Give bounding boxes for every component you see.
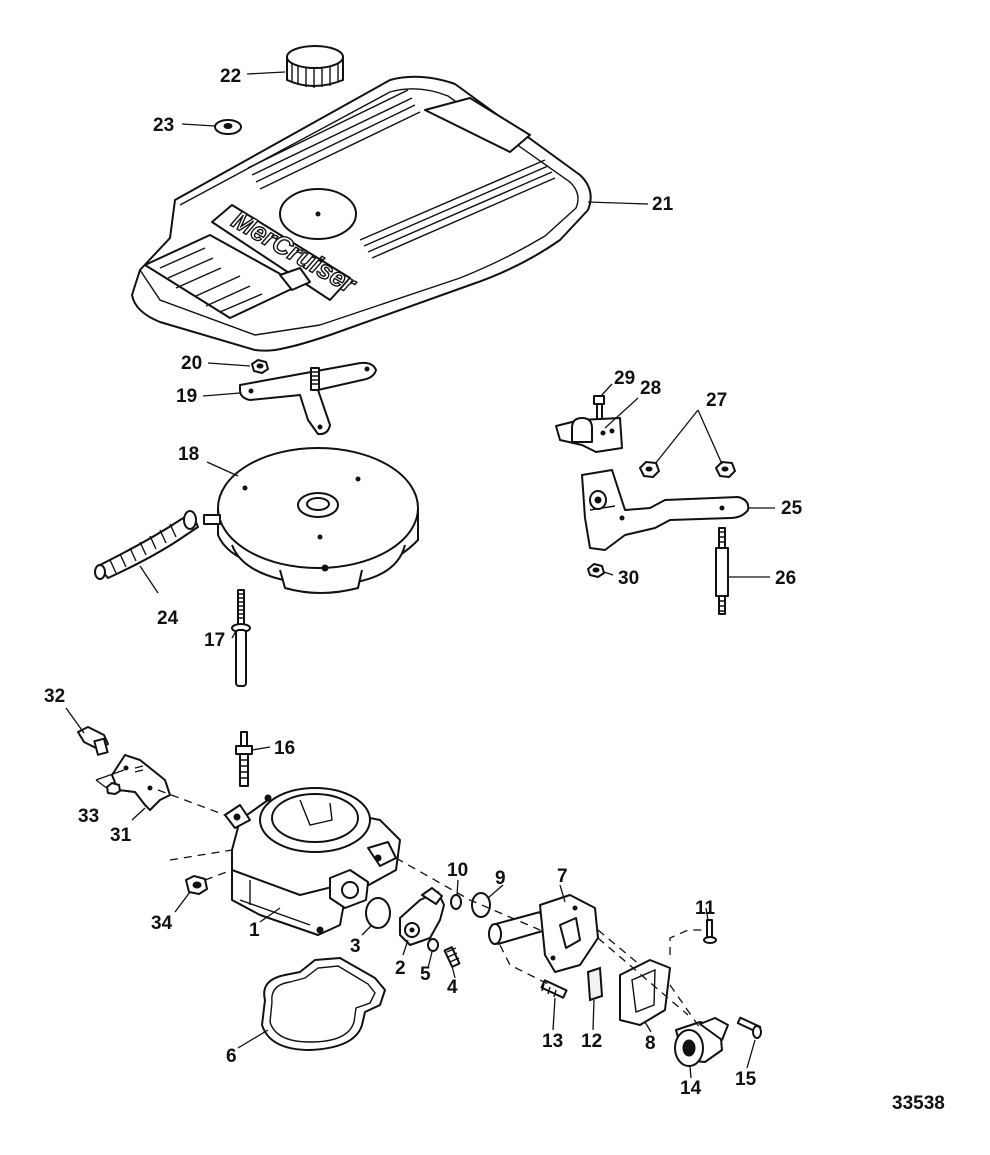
callout-26: 26 (775, 568, 796, 589)
callout-1: 1 (249, 920, 260, 941)
callout-3: 3 (350, 936, 361, 957)
part-19-bracket (239, 361, 377, 436)
callout-24: 24 (157, 608, 179, 629)
callout-23: 23 (153, 115, 174, 136)
part-31-bracket (111, 754, 171, 811)
callout-4: 4 (447, 977, 458, 998)
callout-18: 18 (178, 444, 199, 465)
callout-34: 34 (151, 913, 173, 934)
part-10-seal (450, 894, 462, 910)
callout-32: 32 (44, 686, 65, 707)
callout-33: 33 (78, 806, 99, 827)
part-18-air-filter (203, 447, 419, 594)
part-22-cap (286, 45, 344, 88)
part-6-gasket (261, 957, 386, 1051)
callout-8: 8 (645, 1033, 656, 1054)
part-24-breather-hose (94, 510, 199, 580)
part-17-stud (231, 589, 251, 687)
leader-lines (65, 71, 775, 1079)
part-33-nut (106, 782, 121, 795)
callout-30: 30 (618, 568, 639, 589)
callout-12: 12 (581, 1031, 602, 1052)
callout-7: 7 (557, 866, 568, 887)
part-16-stud (235, 731, 253, 787)
part-34-nut (185, 875, 208, 895)
callout-13: 13 (542, 1031, 563, 1052)
part-3-o-ring (365, 897, 391, 929)
callout-11: 11 (695, 898, 716, 919)
callout-29: 29 (614, 368, 635, 389)
part-27-nuts (639, 461, 736, 478)
part-30-nut (587, 563, 605, 578)
part-5-washer (427, 938, 439, 952)
part-13-screw (540, 979, 568, 999)
part-8-gasket (619, 959, 671, 1026)
callout-5: 5 (420, 964, 431, 985)
part-28-clip-bracket (555, 417, 623, 453)
callout-19: 19 (176, 386, 197, 407)
part-20-nut (251, 359, 269, 374)
part-4-screw (443, 946, 461, 968)
part-15-screw (736, 1016, 762, 1039)
callout-22: 22 (220, 66, 241, 87)
callout-17: 17 (204, 630, 225, 651)
part-9-o-ring (471, 892, 491, 918)
callout-28: 28 (640, 378, 661, 399)
part-1-throttle-body (224, 787, 401, 936)
callout-14: 14 (680, 1078, 702, 1099)
callout-31: 31 (110, 825, 132, 846)
part-7-iac-housing (488, 894, 599, 973)
callout-20: 20 (181, 353, 202, 374)
part-21-engine-cover: MerCruiser (131, 75, 592, 352)
part-14-iac-motor (674, 1017, 729, 1067)
figure-number: 33538 (892, 1093, 945, 1114)
assembly-lines (157, 789, 705, 1029)
callout-16: 16 (274, 738, 295, 759)
part-2-tps (399, 887, 445, 946)
callout-21: 21 (652, 194, 674, 215)
callout-10: 10 (447, 860, 468, 881)
callout-27: 27 (706, 390, 727, 411)
part-32-fitting (77, 726, 109, 756)
part-11-screw (703, 919, 717, 944)
part-29-screw (593, 395, 605, 421)
callout-6: 6 (226, 1046, 237, 1067)
part-26-standoff (715, 527, 729, 615)
part-12-block (586, 966, 604, 1002)
part-23-washer (214, 119, 242, 135)
callout-9: 9 (495, 868, 506, 889)
callout-2: 2 (395, 958, 406, 979)
callout-labels: 22 23 21 20 19 18 24 17 29 28 27 25 30 2… (44, 66, 803, 1099)
callout-25: 25 (781, 498, 803, 519)
callout-15: 15 (735, 1069, 757, 1090)
part-25-bracket (581, 469, 750, 551)
